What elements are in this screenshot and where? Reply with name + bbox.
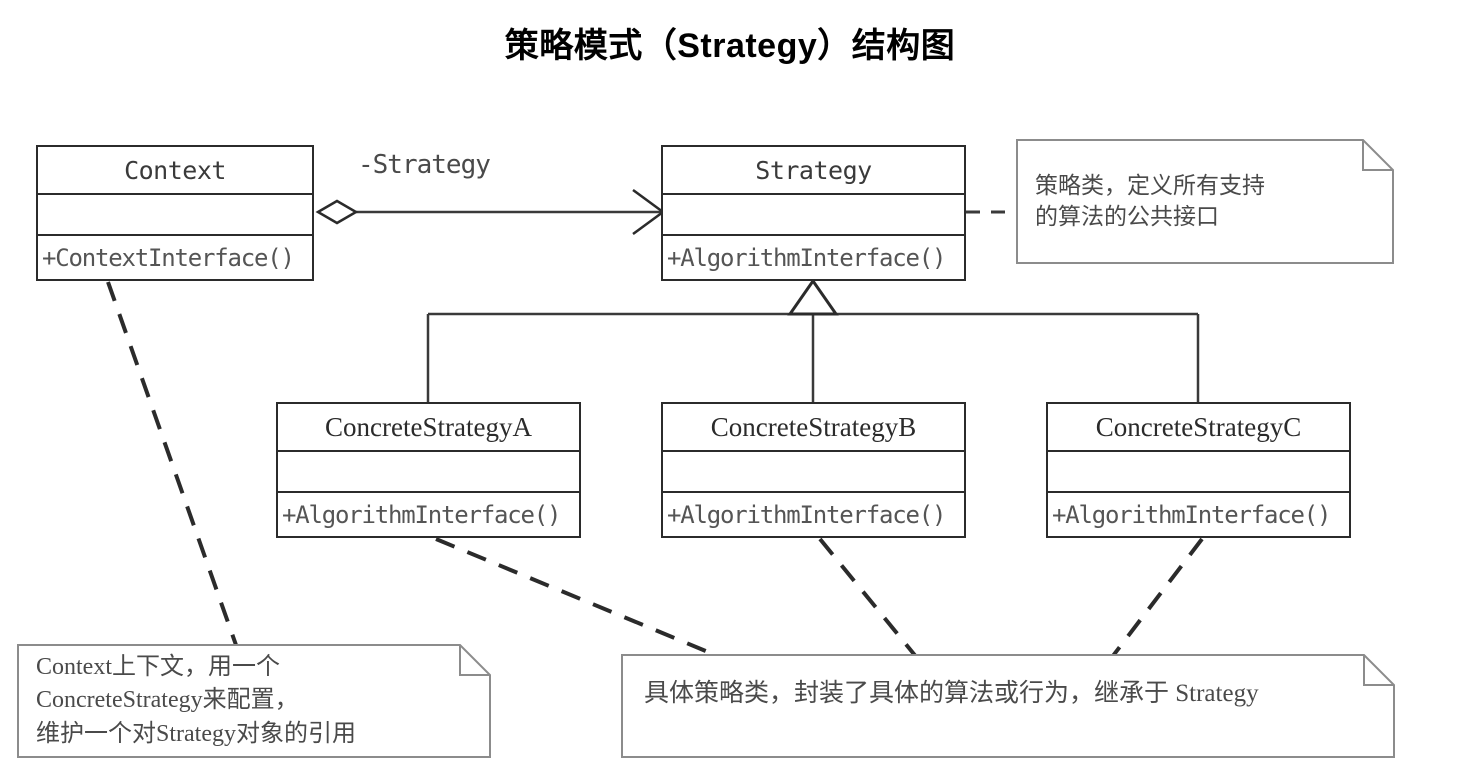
note-shape-context [17, 644, 491, 758]
class-name-strategy: Strategy [663, 147, 964, 195]
aggregation-diamond-icon [315, 199, 359, 225]
class-attributes-context [38, 195, 312, 236]
class-operations-concrete-strategy-a: +AlgorithmInterface() [282, 500, 561, 529]
class-name-context: Context [38, 147, 312, 195]
class-operations-strategy: +AlgorithmInterface() [667, 243, 946, 272]
class-name-concrete-strategy-c: ConcreteStrategyC [1048, 404, 1349, 452]
uml-class-strategy[interactable]: Strategy +AlgorithmInterface() [661, 145, 966, 281]
uml-class-concrete-strategy-c[interactable]: ConcreteStrategyC +AlgorithmInterface() [1046, 402, 1351, 538]
aggregation-edge-label: -Strategy [358, 150, 491, 180]
class-attributes-concrete-strategy-c [1048, 452, 1349, 493]
class-name-concrete-strategy-b: ConcreteStrategyB [663, 404, 964, 452]
note-text-strategy: 策略类，定义所有支持 的算法的公共接口 [1035, 173, 1265, 229]
class-operations-concrete-strategy-c: +AlgorithmInterface() [1052, 500, 1331, 529]
note-text-context: Context上下文，用一个 ConcreteStrategy来配置， 维护一个… [36, 654, 356, 747]
note-shape-concrete [621, 654, 1395, 758]
note-shape-strategy [1016, 139, 1394, 264]
class-attributes-concrete-strategy-b [663, 452, 964, 493]
class-name-concrete-strategy-a: ConcreteStrategyA [278, 404, 579, 452]
uml-note-context: Context上下文，用一个 ConcreteStrategy来配置， 维护一个… [18, 645, 490, 757]
class-operations-context: +ContextInterface() [42, 243, 295, 272]
class-operations-concrete-strategy-b: +AlgorithmInterface() [667, 500, 946, 529]
generalization-edge-tree [426, 278, 1200, 402]
uml-class-context[interactable]: Context +ContextInterface() [36, 145, 314, 281]
note-link-context [106, 281, 238, 646]
aggregation-edge-context-strategy [315, 188, 666, 236]
uml-note-strategy: 策略类，定义所有支持 的算法的公共接口 [1017, 140, 1393, 263]
generalization-triangle-icon [787, 278, 839, 316]
uml-note-concrete-strategies: 具体策略类，封装了具体的算法或行为，继承于 Strategy [622, 655, 1394, 757]
note-text-concrete-strategies: 具体策略类，封装了具体的算法或行为，继承于 Strategy [644, 680, 1259, 707]
uml-class-concrete-strategy-b[interactable]: ConcreteStrategyB +AlgorithmInterface() [661, 402, 966, 538]
page-title: 策略模式（Strategy）结构图 [504, 27, 956, 65]
class-attributes-concrete-strategy-a [278, 452, 579, 493]
class-attributes-strategy [663, 195, 964, 236]
uml-class-concrete-strategy-a[interactable]: ConcreteStrategyA +AlgorithmInterface() [276, 402, 581, 538]
